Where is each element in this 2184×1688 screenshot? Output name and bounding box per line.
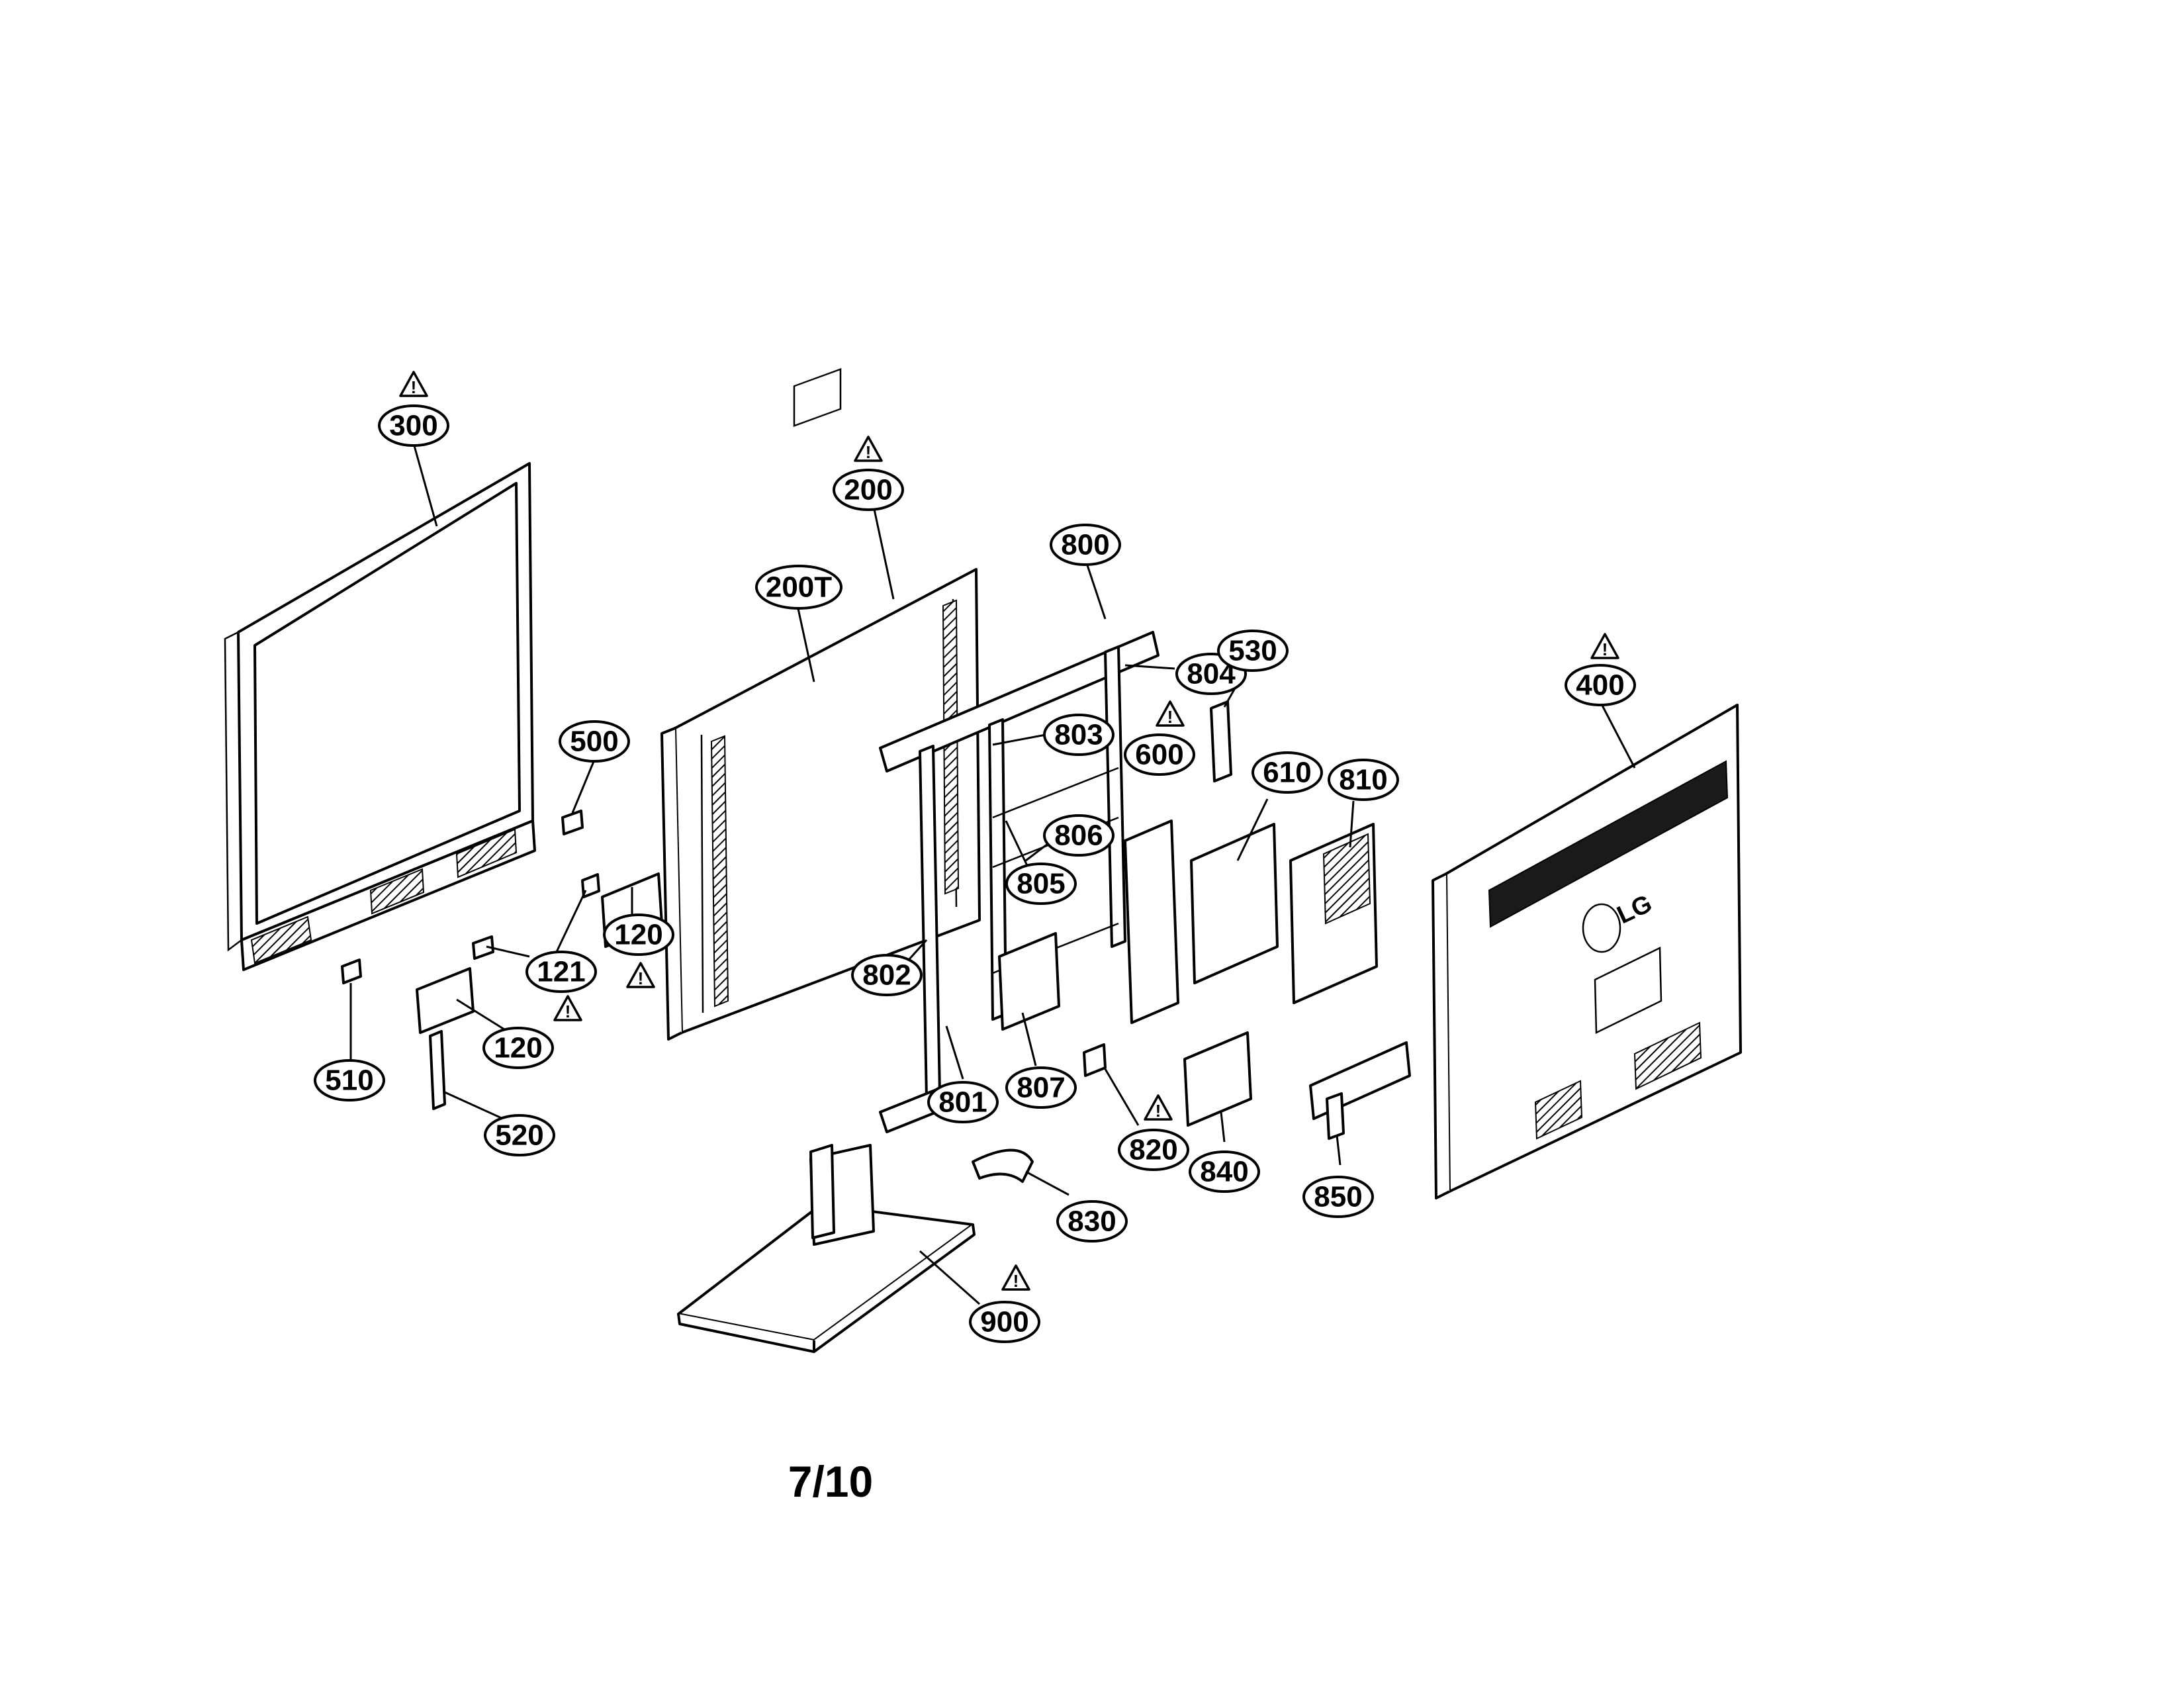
svg-text:!: ! [565, 1002, 571, 1021]
callout-520: 520 [484, 1114, 555, 1156]
svg-text:807: 807 [1017, 1072, 1065, 1104]
svg-text:520: 520 [495, 1119, 543, 1152]
callout-800: 800 [1050, 524, 1121, 566]
callout-530: 530 [1217, 630, 1289, 672]
callout-805: 805 [1005, 863, 1077, 905]
callout-810: 810 [1328, 759, 1399, 801]
callout-850: 850 [1302, 1176, 1374, 1218]
svg-text:840: 840 [1200, 1156, 1248, 1188]
svg-text:801: 801 [938, 1086, 987, 1119]
svg-text:120: 120 [494, 1032, 542, 1064]
warning-triangle-icon: ! [1590, 633, 1619, 659]
svg-text:!: ! [866, 442, 872, 462]
svg-text:300: 300 [389, 410, 437, 442]
warning-triangle-icon: ! [1144, 1094, 1173, 1121]
callout-900: 900 [969, 1301, 1040, 1343]
svg-text:200T: 200T [766, 571, 832, 604]
callout-807: 807 [1005, 1066, 1077, 1109]
svg-text:800: 800 [1061, 529, 1109, 561]
svg-text:810: 810 [1339, 764, 1387, 796]
page-number-label: 7/10 [788, 1457, 874, 1506]
callout-500: 500 [559, 720, 630, 763]
svg-text:!: ! [1156, 1101, 1161, 1121]
warning-triangle-icon: ! [1156, 700, 1185, 727]
svg-text:!: ! [1013, 1271, 1019, 1291]
callout-121: 121 [525, 951, 597, 993]
internal-frame-brackets [879, 631, 1160, 1133]
callout-830: 830 [1056, 1200, 1128, 1243]
callout-200T: 200T [755, 565, 842, 610]
svg-text:121: 121 [537, 956, 585, 988]
callout-120-lower: 120 [482, 1027, 554, 1069]
svg-text:500: 500 [570, 726, 618, 758]
svg-text:120: 120 [614, 919, 662, 951]
warning-triangle-icon: ! [854, 436, 883, 462]
svg-text:803: 803 [1054, 719, 1103, 751]
svg-text:850: 850 [1314, 1181, 1362, 1213]
callout-801: 801 [927, 1081, 999, 1123]
svg-text:805: 805 [1017, 868, 1065, 900]
callout-300: 300 [378, 404, 449, 447]
warning-triangle-icon: ! [553, 995, 582, 1021]
svg-text:610: 610 [1263, 757, 1311, 789]
lcd-panel-module [660, 368, 981, 1041]
callout-802: 802 [851, 954, 923, 996]
small-parts [341, 700, 1411, 1353]
callout-120-upper: 120 [603, 914, 674, 956]
callout-400: 400 [1565, 664, 1636, 706]
svg-text:820: 820 [1129, 1134, 1177, 1166]
svg-text:806: 806 [1054, 820, 1103, 852]
svg-text:600: 600 [1135, 739, 1183, 771]
callout-803: 803 [1043, 714, 1115, 756]
leader-lines [349, 443, 1636, 1305]
callout-820: 820 [1118, 1129, 1189, 1171]
svg-text:200: 200 [844, 474, 892, 506]
svg-text:!: ! [1167, 707, 1173, 727]
callout-510: 510 [314, 1059, 385, 1102]
warning-triangle-icon: ! [1001, 1264, 1030, 1291]
svg-text:400: 400 [1576, 669, 1624, 702]
callout-600: 600 [1124, 733, 1195, 776]
svg-text:802: 802 [862, 959, 911, 992]
callout-840: 840 [1189, 1150, 1260, 1193]
warning-triangle-icon: ! [399, 371, 428, 397]
callout-200: 200 [833, 469, 904, 511]
callout-610: 610 [1251, 751, 1323, 794]
warning-triangle-icon: ! [626, 962, 655, 988]
svg-text:!: ! [638, 968, 644, 988]
svg-text:830: 830 [1068, 1205, 1116, 1238]
svg-text:530: 530 [1228, 635, 1277, 667]
rear-cover: LG [1432, 704, 1742, 1199]
svg-text:!: ! [411, 377, 417, 397]
svg-text:!: ! [1602, 639, 1608, 659]
callout-806: 806 [1043, 814, 1115, 857]
front-bezel-frame [224, 462, 536, 971]
svg-text:900: 900 [980, 1306, 1028, 1338]
svg-text:510: 510 [325, 1064, 373, 1097]
